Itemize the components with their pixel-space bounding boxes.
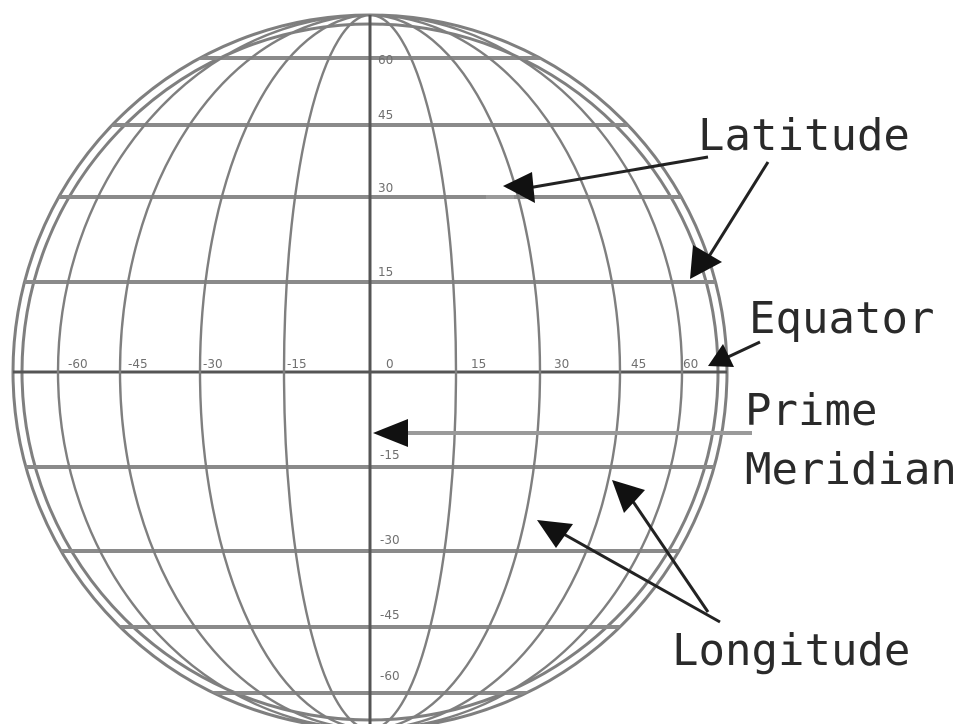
- latitude-arrow-2: [708, 162, 768, 258]
- equator-arrow: [728, 342, 760, 357]
- latitude-tick: 60: [378, 53, 393, 67]
- prime-meridian-label-line1: Prime: [745, 385, 877, 436]
- longitude-tick: -15: [287, 357, 307, 371]
- longitude-tick: 60: [683, 357, 698, 371]
- longitude-tick: -45: [128, 357, 148, 371]
- latitude-arrow-1: [528, 157, 708, 188]
- longitude-label: Longitude: [672, 625, 910, 676]
- longitude-tick: 15: [471, 357, 486, 371]
- equator-label: Equator: [749, 293, 934, 344]
- longitude-tick: -60: [68, 357, 88, 371]
- longitude-tick: 0: [386, 357, 394, 371]
- latitude-tick: -30: [380, 533, 400, 547]
- latitude-tick: -60: [380, 669, 400, 683]
- longitude-arrowhead-2: [612, 480, 645, 513]
- latitude-tick: -45: [380, 608, 400, 622]
- longitude-tick: 30: [554, 357, 569, 371]
- latitude-tick: 30: [378, 181, 393, 195]
- longitude-arrow-1: [560, 532, 720, 622]
- longitude-tick: 45: [631, 357, 646, 371]
- prime-meridian-arrowhead: [373, 419, 408, 447]
- prime-meridian-label-line2: Meridian: [745, 444, 957, 495]
- latitude-tick: 45: [378, 108, 393, 122]
- longitude-tick: -30: [203, 357, 223, 371]
- latitude-tick: 15: [378, 265, 393, 279]
- latitude-tick: -15: [380, 448, 400, 462]
- longitude-arrowhead-1: [537, 520, 573, 548]
- latitude-label: Latitude: [698, 110, 910, 161]
